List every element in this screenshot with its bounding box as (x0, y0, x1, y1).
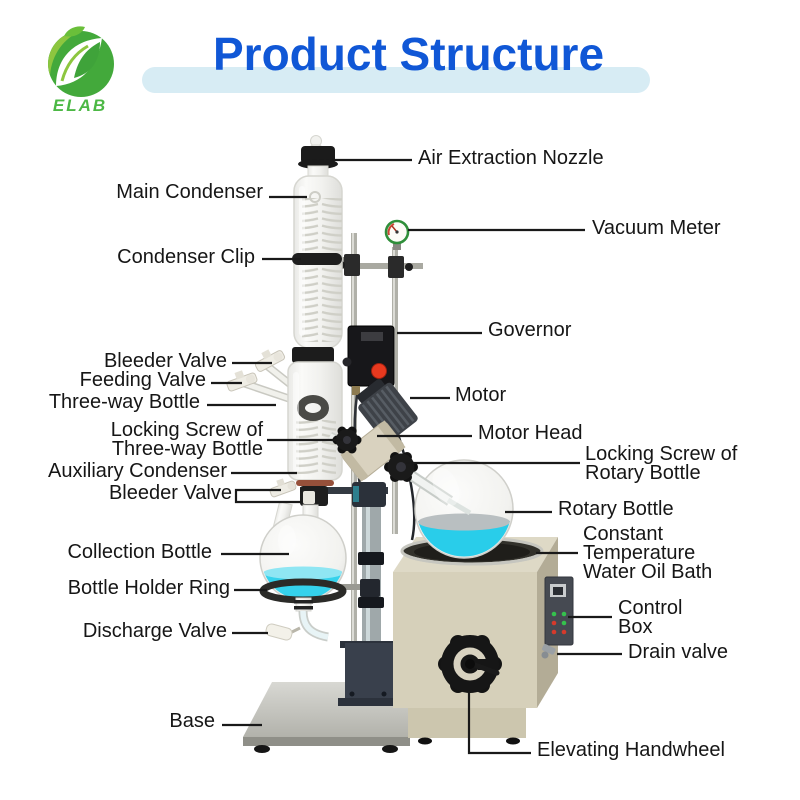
condenser-clip-graphic (292, 253, 342, 265)
main-condenser-graphic (292, 135, 343, 363)
handwheel-graphic (438, 635, 502, 693)
label-feeding-valve: Feeding Valve (79, 369, 206, 391)
title-highlight-pill (142, 67, 650, 93)
label-locking-screw-three-way: Locking Screw of Three-way Bottle (110, 419, 263, 460)
label-vacuum-meter: Vacuum Meter (592, 217, 721, 239)
label-governor: Governor (488, 319, 572, 341)
bath-front-graphic (408, 576, 574, 745)
drain-valve-graphic (541, 644, 556, 659)
label-locking-screw-rotary: Locking Screw of Rotary Bottle (585, 443, 738, 484)
bleeder-valve-graphic (254, 349, 286, 372)
discharge-valve-graphic (265, 623, 293, 641)
label-main-condenser: Main Condenser (116, 181, 263, 203)
label-air-extraction-nozzle: Air Extraction Nozzle (418, 147, 604, 169)
label-collection-bottle: Collection Bottle (67, 541, 212, 563)
brand-name: ELAB (52, 96, 108, 115)
locking-screw-three-way-graphic (332, 426, 362, 454)
label-bottle-holder-ring: Bottle Holder Ring (67, 577, 230, 599)
vacuum-meter-graphic (384, 219, 410, 250)
label-auxiliary-condenser: Auxiliary Condenser (48, 460, 227, 482)
auxiliary-condenser-graphic (226, 349, 343, 506)
label-motor-head: Motor Head (478, 422, 583, 444)
page-title: Product Structure (213, 28, 605, 80)
leader-lines (207, 158, 622, 755)
label-bleeder-valve-bottom: Bleeder Valve (108, 482, 232, 504)
label-discharge-valve: Discharge Valve (82, 620, 227, 642)
base-graphic (243, 641, 438, 753)
control-box-graphic (544, 576, 574, 646)
label-condenser-clip: Condenser Clip (117, 246, 255, 268)
label-elevating-handwheel: Elevating Handwheel (537, 739, 725, 761)
label-constant-temperature-bath: Constant Temperature Water Oil Bath (583, 523, 713, 583)
label-bleeder-valve-top: Bleeder Valve (103, 350, 227, 372)
motor-graphic (357, 378, 418, 444)
label-three-way-bottle: Three-way Bottle (48, 391, 200, 413)
label-motor: Motor (455, 384, 507, 406)
label-control-box: Control Box (618, 597, 683, 638)
label-drain-valve: Drain valve (628, 641, 729, 663)
label-base: Base (169, 710, 215, 732)
bleeder-valve-bottom-graphic (269, 478, 297, 498)
elab-leaf-logo-icon (48, 26, 114, 97)
label-rotary-bottle: Rotary Bottle (558, 498, 674, 520)
collection-bottle-graphic (259, 478, 347, 642)
locking-screw-rotary-graphic (384, 452, 418, 482)
